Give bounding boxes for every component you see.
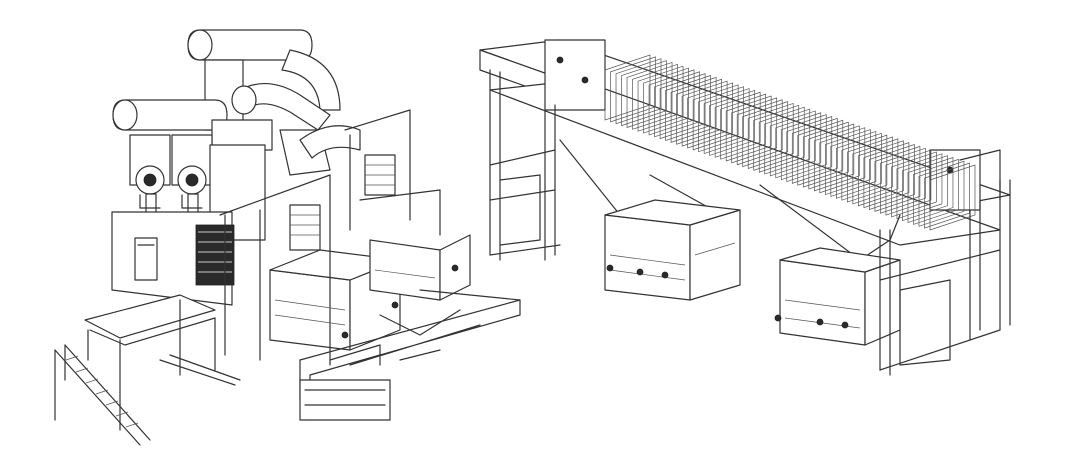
filter-plate — [753, 104, 800, 171]
filter-plate — [786, 116, 833, 183]
filter-plate — [830, 130, 877, 197]
filter-plate — [902, 155, 948, 222]
right-unit — [479, 39, 1011, 376]
filter-plate — [670, 76, 717, 143]
filter-plate — [863, 142, 910, 209]
filter-tanks — [219, 109, 471, 366]
filter-plate — [703, 88, 750, 155]
filter-plate — [907, 157, 954, 224]
filter-plate — [632, 63, 678, 130]
filter-plate — [714, 91, 761, 158]
filter-plate — [736, 99, 783, 166]
left-unit — [54, 29, 521, 446]
filter-plate — [747, 102, 794, 169]
filter-plate — [769, 110, 816, 177]
filter-plate — [637, 65, 684, 132]
filter-plate — [676, 78, 722, 145]
filter-plate — [874, 145, 921, 212]
filter-plate — [836, 132, 882, 199]
support-legs — [489, 69, 1011, 376]
filter-plate — [681, 80, 728, 147]
filter-plate — [791, 117, 838, 184]
filter-plate — [891, 151, 937, 218]
filter-plate — [913, 158, 959, 225]
cabinet — [111, 144, 266, 306]
filter-plate — [758, 106, 805, 173]
filter-plate — [802, 121, 849, 188]
filter-plate — [880, 147, 926, 214]
filter-plate — [819, 127, 866, 194]
skid-frame — [299, 289, 521, 421]
filter-plate — [654, 71, 700, 138]
filter-plate — [847, 136, 893, 203]
filter-plates — [604, 54, 976, 231]
filter-plate — [824, 129, 871, 196]
filter-plate — [841, 134, 888, 201]
filter-plate — [813, 125, 860, 192]
filter-plate — [665, 75, 711, 141]
filter-plate — [929, 164, 976, 231]
collection-tanks — [604, 199, 901, 346]
filter-plate — [775, 112, 822, 179]
filter-plate — [742, 101, 789, 168]
filter-plate — [885, 149, 932, 216]
filter-plate — [797, 119, 844, 186]
filter-plate — [852, 138, 899, 205]
filter-plate — [698, 86, 744, 153]
filter-plate — [869, 144, 915, 210]
filter-plate — [621, 60, 667, 127]
filter-plate — [643, 67, 689, 134]
filter-press-frame — [479, 39, 1011, 246]
filter-plate — [720, 93, 767, 160]
filter-plate — [687, 82, 733, 149]
filter-plate — [896, 153, 943, 220]
filter-plate — [610, 56, 656, 123]
filter-plate — [615, 58, 662, 125]
filter-plate — [648, 69, 695, 136]
filter-plate — [731, 97, 778, 164]
filter-plate — [858, 140, 904, 207]
filter-plate — [808, 123, 855, 190]
filter-plate — [725, 95, 772, 162]
filter-plate — [780, 114, 827, 181]
filter-plate — [709, 89, 756, 156]
blower-units — [129, 134, 213, 215]
stair-platform — [54, 294, 241, 446]
filter-plate — [918, 160, 965, 227]
filter-plate — [692, 84, 739, 151]
filter-plate — [626, 61, 673, 128]
filter-plate — [764, 108, 811, 175]
filter-plate — [659, 73, 706, 140]
filter-plate — [604, 54, 651, 121]
